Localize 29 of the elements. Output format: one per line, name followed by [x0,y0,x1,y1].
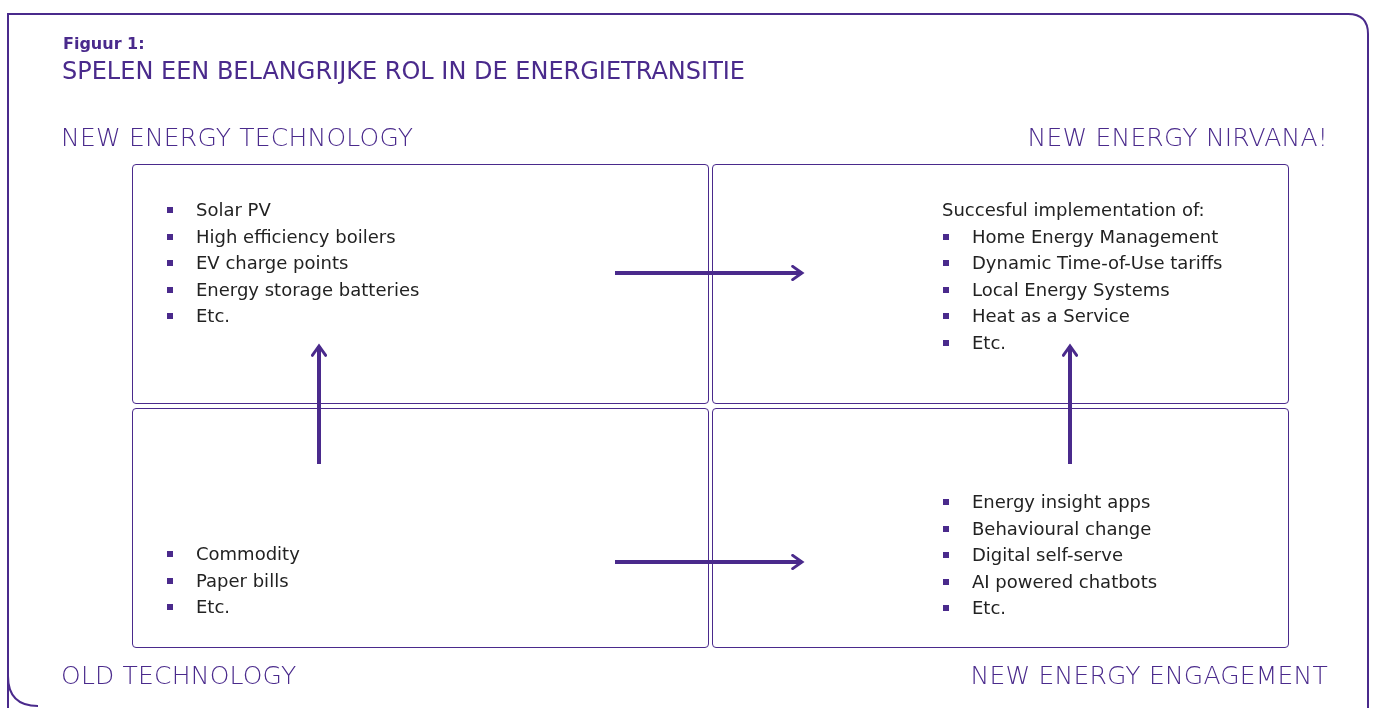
quadrant-heading: NEW ENERGY NIRVANA! [1027,123,1328,152]
bullet-item: AI powered chatbots [942,568,1158,596]
bullet-item: Etc. [166,303,231,330]
bullet-item: Heat as a Service [942,303,1130,330]
bullet-item: Commodity [166,541,300,568]
bullet-item: Paper bills [166,567,289,595]
title: SPELEN EEN BELANGRIJKE ROL IN DE ENERGIETRANSITIE [62,57,746,85]
bullet-item: Behavioural change [942,515,1152,543]
bullet-item: Etc. [942,329,1007,357]
bullet-item: Dynamic Time-of-Use tariffs [942,250,1223,277]
bullet-item: Etc. [166,594,231,621]
bullet-item: Energy insight apps [942,489,1151,516]
quadrant-heading: OLD TECHNOLOGY [61,661,297,690]
quadrant-heading: NEW ENERGY ENGAGEMENT [970,661,1328,690]
bullet-item: Home Energy Management [942,223,1219,251]
bullet-item: Energy storage batteries [166,276,420,304]
arrow [615,264,804,282]
bullet-item: EV charge points [166,250,349,277]
bullet-item: Digital self-serve [942,542,1123,569]
arrow [615,553,804,571]
intro-text: Succesful implementation of: [942,198,1205,222]
bullet-item: Solar PV [166,197,271,224]
arrow [1061,344,1079,464]
quadrant-heading: NEW ENERGY TECHNOLOGY [61,123,414,152]
bullet-item: Etc. [942,595,1007,622]
bullet-item: High efficiency boilers [166,223,396,251]
bullet-item: Local Energy Systems [942,276,1170,304]
figure-number: Figuur 1: [63,34,145,53]
arrow [310,344,328,464]
